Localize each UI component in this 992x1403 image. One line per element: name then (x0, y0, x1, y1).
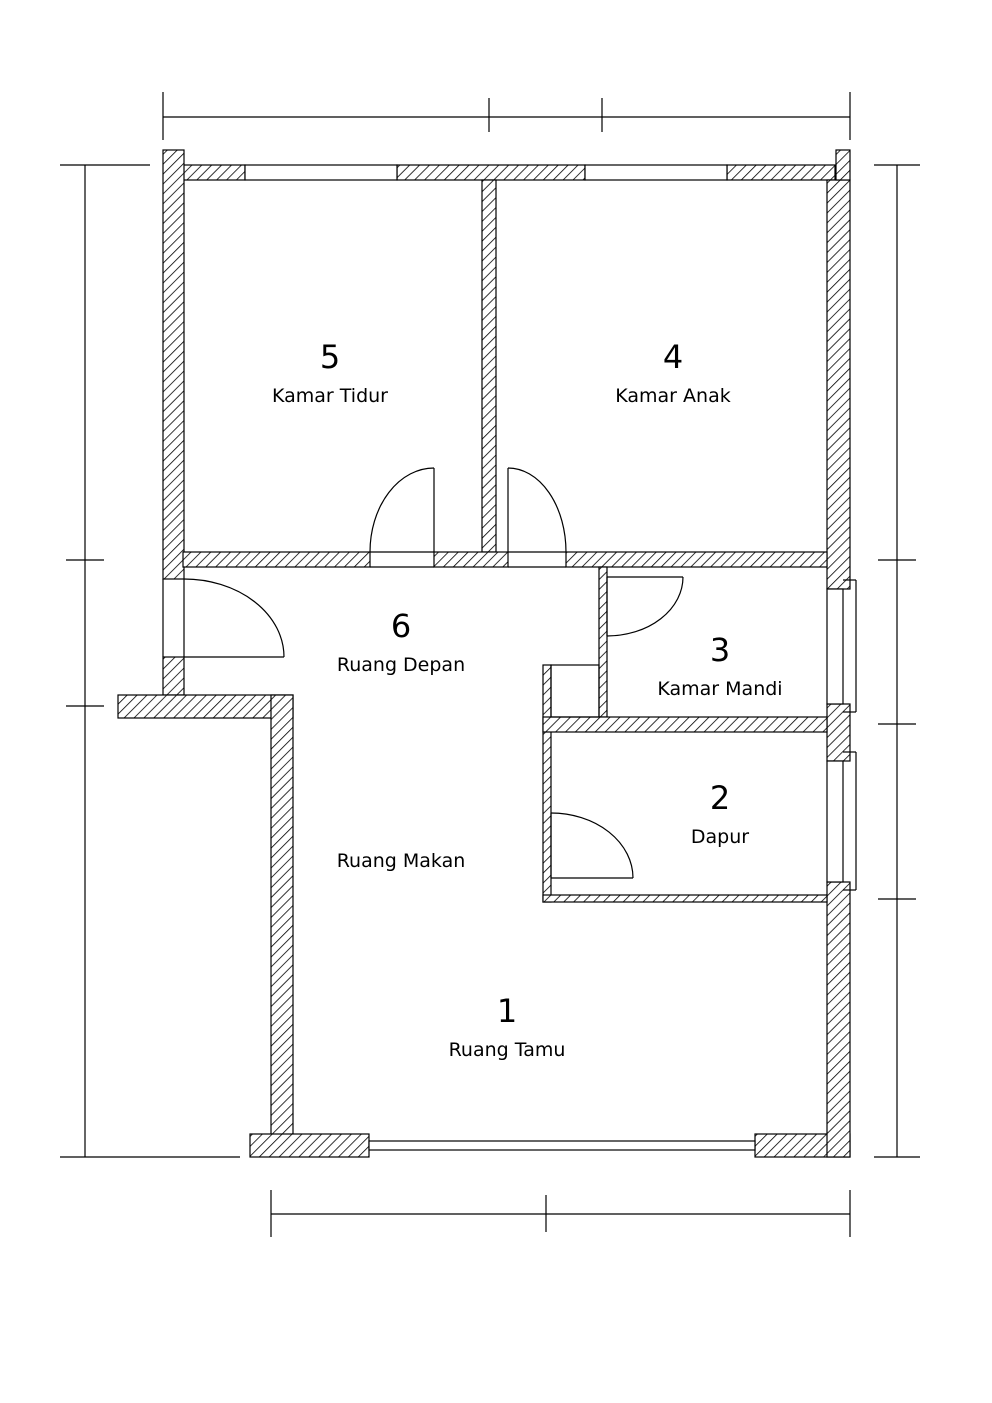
room-ruang-tamu: 1 Ruang Tamu (449, 992, 566, 1061)
room-name: Kamar Mandi (657, 678, 782, 700)
room-kamar-tidur: 5 Kamar Tidur (272, 338, 388, 407)
door-kamar-anak (507, 467, 567, 568)
dimension-lines (60, 92, 920, 1237)
window-top-left (244, 164, 398, 181)
windows (244, 164, 857, 1151)
room-dapur: 2 Dapur (691, 779, 749, 848)
room-number: 2 (710, 779, 730, 817)
doors (162, 467, 684, 879)
room-kamar-anak: 4 Kamar Anak (615, 338, 730, 407)
room-name: Kamar Tidur (272, 385, 388, 407)
door-kamar-mandi (606, 576, 684, 637)
door-front (162, 578, 285, 658)
window-bathroom (826, 579, 857, 713)
walls (117, 149, 851, 1158)
window-top-right (584, 164, 728, 181)
room-number: 1 (497, 992, 517, 1030)
room-number: 3 (710, 631, 730, 669)
room-name: Ruang Tamu (449, 1039, 566, 1061)
room-kamar-mandi: 3 Kamar Mandi (657, 631, 782, 700)
room-number: 5 (320, 338, 340, 376)
room-ruang-depan: 6 Ruang Depan (337, 607, 465, 676)
room-number: 4 (663, 338, 683, 376)
door-kamar-tidur (369, 467, 435, 568)
room-name: Dapur (691, 826, 749, 848)
door-dapur (550, 812, 634, 879)
window-bottom (368, 1140, 756, 1151)
room-name: Ruang Depan (337, 654, 465, 676)
room-ruang-makan: Ruang Makan (337, 850, 466, 872)
room-name: Kamar Anak (615, 385, 730, 407)
room-number: 6 (391, 607, 411, 645)
window-kitchen (826, 751, 857, 891)
room-name: Ruang Makan (337, 850, 466, 872)
